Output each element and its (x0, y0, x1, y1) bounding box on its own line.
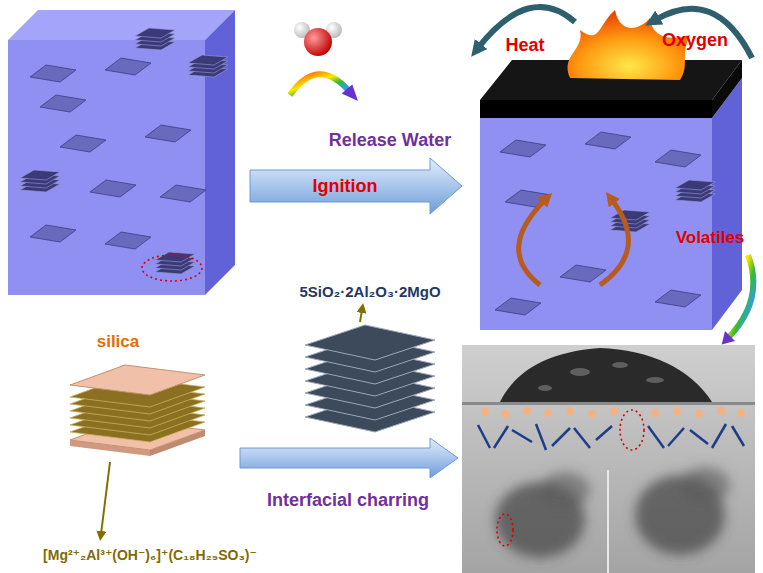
platelet (655, 290, 701, 307)
char-smoke (495, 467, 730, 558)
layer-segment (574, 428, 590, 448)
layer-segment (690, 430, 708, 444)
platelet-stack (188, 55, 228, 77)
oxygen-arrow (655, 9, 752, 58)
platelet (495, 298, 541, 315)
oxide-particle (523, 407, 531, 415)
rainbow-arrowhead (342, 84, 358, 101)
char-interface (462, 402, 755, 405)
volatiles-arrow (600, 200, 628, 285)
platelet (30, 225, 76, 242)
oxide-particle (588, 410, 596, 418)
tem-background (462, 345, 755, 573)
platelet (30, 65, 76, 82)
highlight-ellipse (497, 514, 513, 546)
rainbow-arrowhead (722, 331, 735, 344)
volatiles-label: Volatiles (676, 228, 745, 248)
formula-label: 5SiO₂·2Al₂O₃·2MgO (299, 283, 440, 300)
oxide-particle (717, 407, 725, 415)
oxide-particle (481, 408, 489, 416)
char-blob (540, 472, 590, 508)
layer-segment (552, 428, 570, 446)
cube-top (8, 10, 235, 40)
oxide-particle (737, 409, 745, 417)
water-molecule (294, 22, 342, 56)
formula-label: [Mg²⁺₂Al³⁺(OH⁻)₆]⁺(C₁₈H₂₉SO₃)⁻ (43, 547, 257, 563)
layer-segment (536, 424, 546, 450)
cube-side (205, 10, 235, 295)
panel-divider (607, 470, 609, 573)
layer-segment (712, 424, 726, 448)
step-label: Ignition (313, 176, 378, 197)
cube-front (480, 118, 712, 330)
pointer-arrow (101, 462, 110, 534)
platelet-stack (135, 28, 175, 50)
highlight-ellipse (620, 410, 644, 450)
layer-segment (494, 426, 508, 448)
char-residue (500, 348, 712, 402)
step-label: Release Water (329, 130, 451, 151)
pointer-arrow (360, 310, 362, 322)
platelet (105, 58, 151, 75)
burning-cube (478, 7, 752, 330)
layer-segment (478, 425, 490, 448)
oxide-stack (305, 325, 435, 432)
platelet-stack (20, 170, 60, 192)
char-pore (538, 385, 552, 391)
oxide-particle (501, 410, 509, 418)
platelet-stack (675, 180, 715, 202)
material-label: silica (97, 332, 140, 352)
layer-segment (648, 426, 664, 448)
highlight-ellipse (142, 255, 202, 281)
polymer-cube (8, 10, 235, 295)
platelet-stack (610, 210, 650, 232)
oxide-particle (695, 410, 703, 418)
oxygen-label: Oxygen (662, 30, 728, 51)
char-blob (680, 467, 730, 503)
cube-side (712, 78, 742, 330)
oxide-particle (566, 407, 574, 415)
layer-segment (668, 428, 684, 446)
cube-front (8, 40, 205, 295)
platelet (500, 140, 546, 157)
layer-segments (478, 424, 744, 450)
layer-segment (596, 426, 612, 440)
char-layer-side (712, 60, 742, 118)
oxygen-atom (304, 28, 332, 56)
platelet-stack (155, 252, 195, 274)
platelet (60, 135, 106, 152)
char-layer (480, 100, 712, 118)
layer-segment (732, 426, 744, 446)
step-label: Interfacial charring (267, 490, 429, 511)
oxide-particle (610, 407, 618, 415)
platelet (90, 180, 136, 197)
rainbow-arrow (290, 74, 350, 95)
platelet (560, 265, 606, 282)
char-pore (612, 362, 628, 368)
char-pore (570, 368, 590, 376)
platelet (160, 185, 206, 202)
oxide-particle (673, 407, 681, 415)
heat-label: Heat (505, 35, 544, 56)
platelet (655, 150, 701, 167)
platelet (40, 95, 86, 112)
char-pore (646, 377, 664, 383)
silica-layer (70, 365, 205, 395)
platelet (585, 132, 631, 149)
oxide-particles (481, 407, 745, 418)
rainbow-arrow (728, 255, 753, 338)
process-arrow (240, 438, 458, 478)
oxide-sheet (305, 325, 435, 360)
oxide-particle (651, 409, 659, 417)
platelet (145, 125, 191, 142)
platelet (105, 232, 151, 249)
layer-segment (512, 430, 532, 442)
volatiles-arrow (519, 200, 545, 285)
oxide-particle (544, 409, 552, 417)
tem-image (462, 345, 755, 573)
process-arrow (250, 158, 462, 214)
silica-ldh-stack (70, 365, 205, 456)
